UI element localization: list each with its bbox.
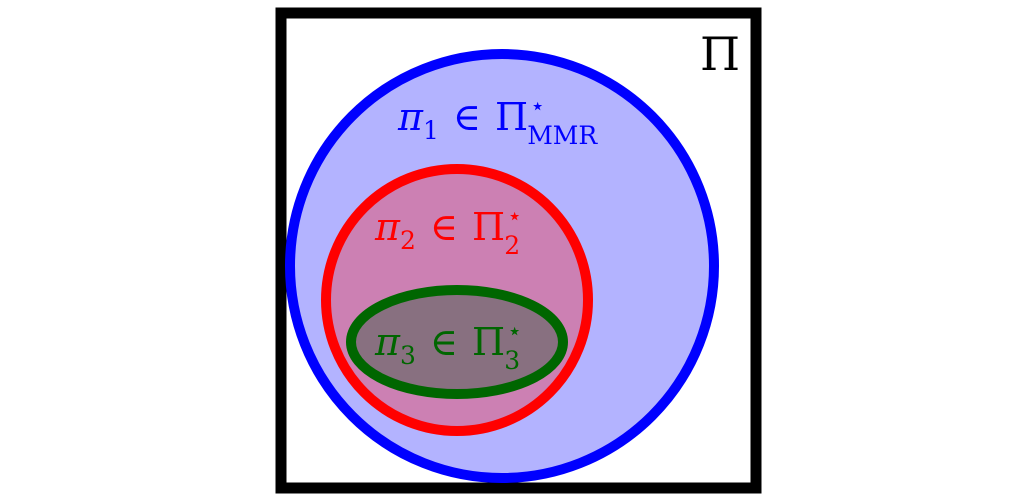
- level-3-set-ellipse: [346, 285, 568, 399]
- outer-set-label: Π: [700, 27, 740, 81]
- level-3-set-label: π3∈Π⋆3: [374, 317, 522, 375]
- level-2-set-label: π2∈Π⋆2: [374, 202, 522, 260]
- mmr-set-label: π1∈Π⋆MMR: [397, 92, 598, 150]
